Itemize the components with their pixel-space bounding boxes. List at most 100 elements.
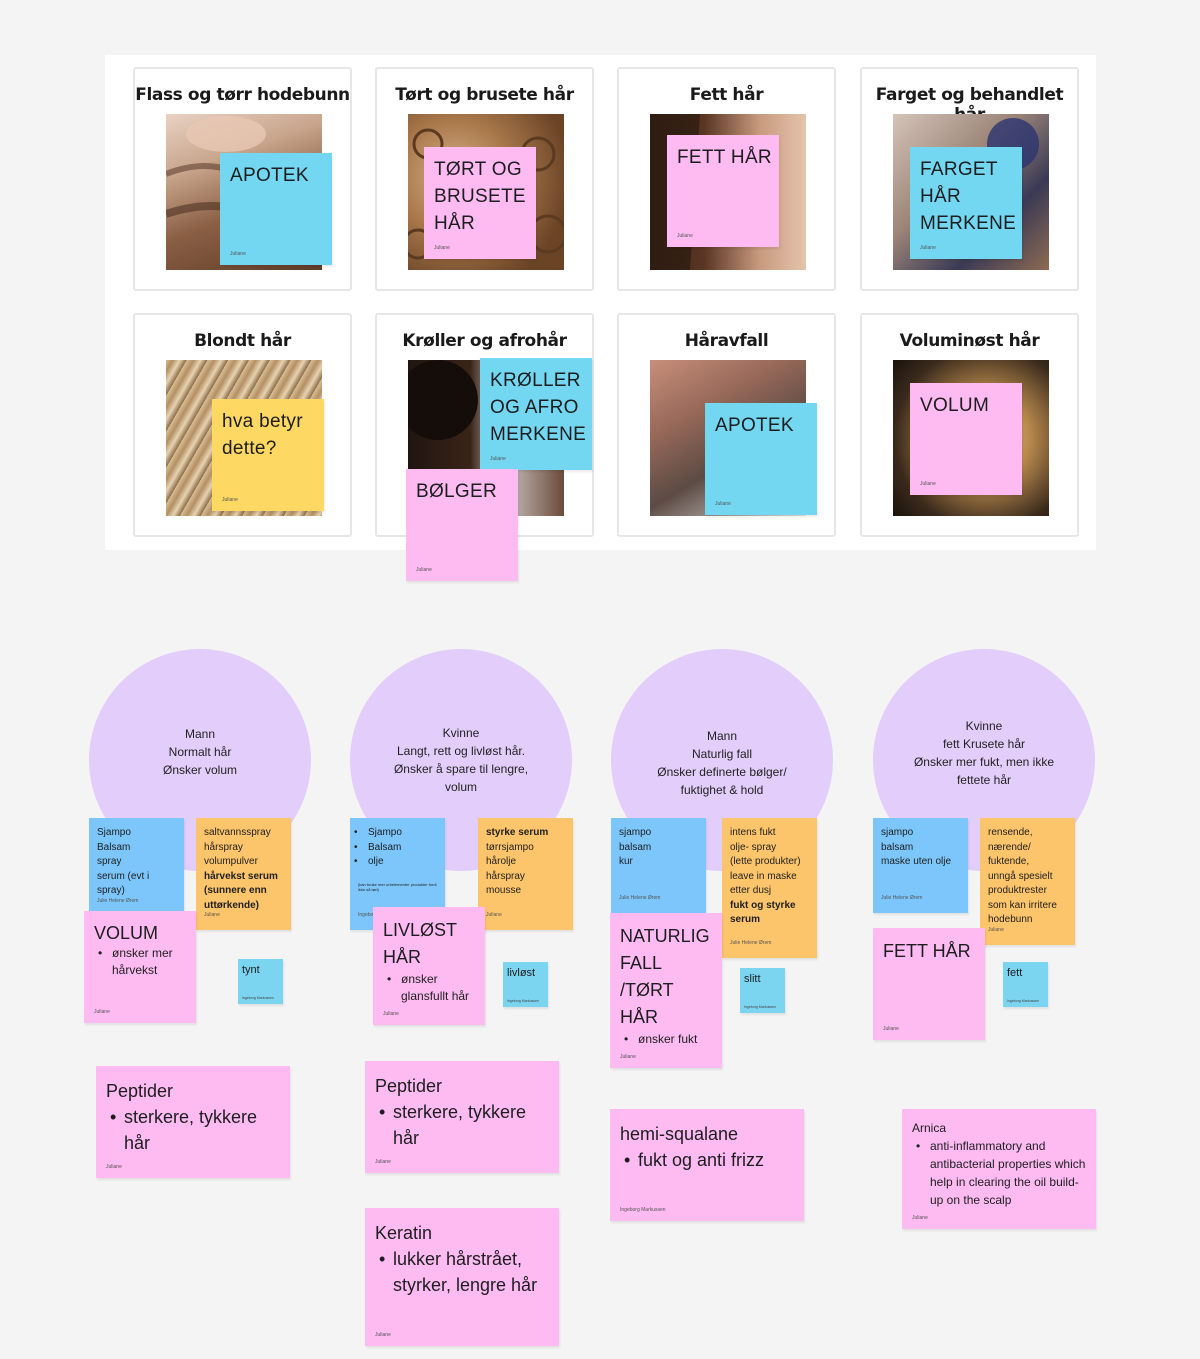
- note-author: Juliane: [434, 245, 450, 251]
- product-item: fuktende,: [988, 856, 1030, 867]
- product-item: balsam: [881, 841, 914, 853]
- note-author: Ingeborg Markussen: [1007, 999, 1039, 1003]
- sticky-note[interactable]: APOTEK Juliane: [220, 153, 332, 265]
- product-item: intens fukt: [730, 827, 776, 838]
- tag-text: livløst: [507, 967, 536, 979]
- note-author: Juliane: [94, 1009, 110, 1015]
- persona-line: Mann: [184, 727, 216, 741]
- note-text: hva betyr dette?: [222, 411, 303, 459]
- note-text: FETT HÅR: [677, 147, 772, 168]
- product-item-bold: hårvekst serum (sunnere enn uttørkende): [204, 870, 278, 911]
- product-item: Sjampo: [350, 826, 437, 841]
- ingredient-title: Arnica: [912, 1121, 947, 1135]
- product-item: olje: [350, 855, 437, 870]
- product-item: Balsam: [97, 841, 131, 853]
- note-author: Juliane: [920, 245, 936, 251]
- note-author: Juliane: [620, 1054, 636, 1060]
- tag-note[interactable]: slitt Ingeborg Markussen: [740, 968, 785, 1013]
- note-author: Juliane: [383, 1011, 399, 1017]
- category-card-tort[interactable]: Tørt og brusete hår TØRT OG BRUSETE HÅR …: [375, 67, 594, 291]
- note-text: VOLUM: [920, 395, 990, 416]
- need-title: FETT HÅR: [883, 941, 971, 961]
- sticky-note[interactable]: hva betyr dette? Juliane: [212, 399, 324, 511]
- note-author: Ingeborg Markussen: [242, 996, 274, 1000]
- card-title: Blondt hår: [194, 331, 291, 351]
- persona-line: Ønsker definerte bølger/ fuktighet & hol…: [657, 765, 787, 797]
- product-item: sjampo: [881, 827, 914, 838]
- product-item: tørrsjampo: [486, 841, 534, 853]
- product-item: spray: [97, 856, 122, 867]
- product-item: Balsam: [350, 841, 437, 856]
- persona-line: Kvinne: [442, 726, 480, 740]
- sticky-note[interactable]: FARGET HÅR MERKENE Juliane: [910, 147, 1022, 259]
- ingredient-note[interactable]: Arnica anti-inflammatory and antibacteri…: [902, 1109, 1096, 1229]
- ingredient-note[interactable]: Peptider sterkere, tykkere hår Juliane: [365, 1061, 559, 1173]
- product-item: saltvannsspray: [204, 827, 271, 838]
- product-item: volumpulver: [204, 856, 258, 867]
- tag-note[interactable]: fett Ingeborg Markussen: [1003, 962, 1048, 1007]
- ingredient-note[interactable]: Peptider sterkere, tykkere hår Juliane: [96, 1066, 290, 1178]
- note-text: APOTEK: [230, 165, 309, 186]
- category-card-flass[interactable]: Flass og tørr hodebunn APOTEK Juliane: [133, 67, 352, 291]
- note-author: Juliane: [106, 1164, 122, 1170]
- card-title: Flass og tørr hodebunn: [135, 85, 350, 105]
- products-note[interactable]: styrke serum tørrsjampo hårolje hårspray…: [478, 818, 573, 930]
- tag-note[interactable]: livløst Ingeborg Markussen: [503, 962, 548, 1007]
- products-note[interactable]: Sjampo Balsam spray serum (evt i spray) …: [89, 818, 184, 913]
- ingredient-note[interactable]: hemi-squalane fukt og anti frizz Ingebor…: [610, 1109, 804, 1221]
- sticky-note[interactable]: VOLUM Juliane: [910, 383, 1022, 495]
- afro-hair-image: [408, 360, 478, 440]
- category-card-volum[interactable]: Voluminøst hår VOLUM Juliane: [860, 313, 1079, 537]
- persona-line: Ønsker mer fukt, men ikke fettete hår: [913, 755, 1055, 787]
- category-card-haravfall[interactable]: Håravfall APOTEK Juliane: [617, 313, 836, 537]
- note-author: Ingeborg Markussen: [620, 1207, 666, 1213]
- products-note[interactable]: intens fukt olje- spray (lette produkter…: [722, 818, 817, 958]
- product-item: produktrester: [988, 885, 1047, 896]
- persona-line: Langt, rett og livløst hår.: [396, 744, 526, 758]
- product-item: som kan irritere: [988, 899, 1057, 911]
- sticky-note[interactable]: KRØLLER OG AFRO MERKENE Juliane: [480, 358, 592, 470]
- product-item: olje- spray: [730, 841, 777, 853]
- products-note[interactable]: saltvannsspray hårspray volumpulver hårv…: [196, 818, 291, 930]
- category-card-blondt[interactable]: Blondt hår hva betyr dette? Juliane: [133, 313, 352, 537]
- products-note[interactable]: sjampo balsam maske uten olje Julie Hele…: [873, 818, 968, 913]
- note-author: Juliane: [230, 251, 246, 257]
- need-note[interactable]: LIVLØST HÅR ønsker glansfullt hår Julian…: [373, 907, 485, 1025]
- note-author: Julie Helene Ørem: [730, 939, 772, 946]
- need-note[interactable]: FETT HÅR Juliane: [873, 928, 985, 1040]
- note-author: Julie Helene Ørem: [881, 894, 923, 901]
- note-author: Ingeborg Markussen: [744, 1005, 776, 1009]
- card-title: Voluminøst hår: [899, 331, 1040, 351]
- note-author: Juliane: [883, 1026, 899, 1032]
- note-author: Juliane: [375, 1332, 391, 1338]
- need-title: LIVLØST HÅR: [383, 920, 457, 967]
- product-item: (lette produkter): [730, 856, 801, 867]
- category-card-fett[interactable]: Fett hår FETT HÅR Juliane: [617, 67, 836, 291]
- product-item-bold: styrke serum: [486, 827, 549, 838]
- need-note[interactable]: NATURLIG FALL /TØRT HÅR ønsker fukt Juli…: [610, 913, 722, 1068]
- persona-line: Ønsker å spare til lengre, volum: [393, 762, 529, 794]
- category-card-farget[interactable]: Farget og behandlet hår FARGET HÅR MERKE…: [860, 67, 1079, 291]
- note-author: Juliane: [204, 911, 220, 918]
- products-note[interactable]: rensende, nærende/ fuktende, unngå spesi…: [980, 818, 1075, 945]
- note-text: BØLGER: [416, 481, 497, 502]
- sticky-note[interactable]: FETT HÅR Juliane: [667, 135, 779, 247]
- ingredient-bullet: sterkere, tykkere hår: [375, 1099, 549, 1151]
- need-note[interactable]: VOLUM ønsker mer hårvekst Juliane: [84, 911, 196, 1023]
- note-author: Juliane: [490, 456, 506, 462]
- note-author: Juliane: [222, 497, 238, 503]
- note-author: Juliane: [416, 567, 432, 573]
- sticky-note[interactable]: TØRT OG BRUSETE HÅR Juliane: [424, 147, 536, 259]
- product-item: nærende/: [988, 841, 1031, 853]
- product-item: unngå spesielt: [988, 870, 1053, 882]
- sticky-note[interactable]: APOTEK Juliane: [705, 403, 817, 515]
- card-title: Håravfall: [684, 331, 769, 351]
- persona-line: Normalt hår: [168, 745, 232, 759]
- product-item: mousse: [486, 885, 522, 896]
- tag-note[interactable]: tynt Ingeborg Markussen: [238, 959, 283, 1004]
- ingredient-note[interactable]: Keratin lukker hårstrået, styrker, lengr…: [365, 1208, 559, 1346]
- note-author: Juliane: [920, 481, 936, 487]
- persona-line: Kvinne: [965, 719, 1003, 733]
- sticky-note-bolger[interactable]: BØLGER Juliane: [406, 469, 518, 581]
- products-note[interactable]: sjampo balsam kur Julie Helene Ørem: [611, 818, 706, 913]
